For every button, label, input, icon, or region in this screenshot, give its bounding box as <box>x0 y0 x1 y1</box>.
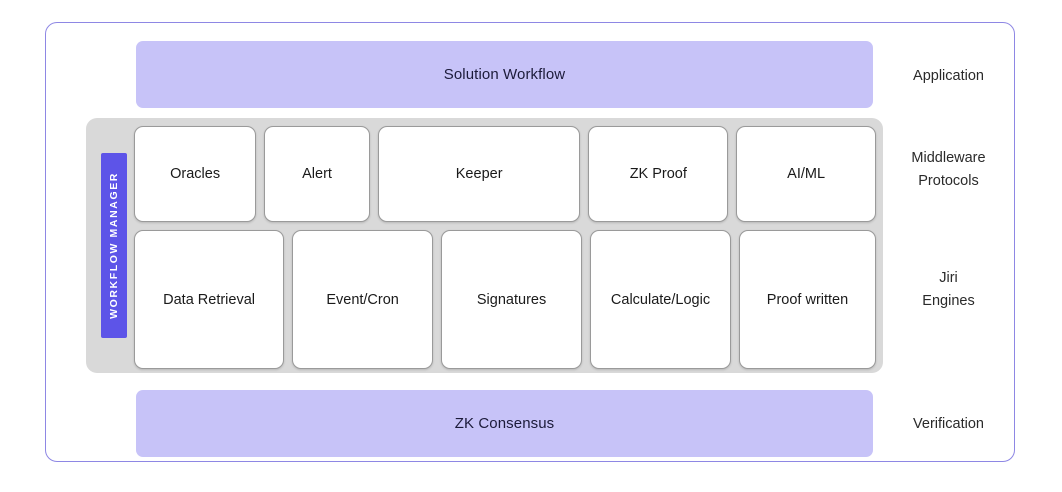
tier-label-middleware-protocols: Middleware Protocols <box>891 147 1006 194</box>
card-keeper-label: Keeper <box>455 166 503 182</box>
card-oracles[interactable]: Oracles <box>134 126 257 222</box>
card-data-retrieval-label: Data Retrieval <box>163 291 255 308</box>
workflow-manager-bar[interactable]: WORKFLOW MANAGER <box>101 153 127 338</box>
workflow-manager-label: WORKFLOW MANAGER <box>108 172 120 319</box>
tier-label-middleware-line2: Protocols <box>918 173 979 190</box>
middleware-protocols-row: Oracles Alert Keeper ZK Proof AI/ML <box>134 126 876 222</box>
card-signatures[interactable]: Signatures <box>441 230 583 369</box>
card-alert-label: Alert <box>302 166 332 182</box>
card-data-retrieval[interactable]: Data Retrieval <box>134 230 285 369</box>
banner-solution-workflow[interactable]: Solution Workflow <box>136 41 873 108</box>
tier-label-jiri-line1: Jiri <box>939 270 958 286</box>
tier-label-jiri-engines: Jiri Engines <box>891 267 1006 314</box>
diagram-frame: Solution Workflow WORKFLOW MANAGER Oracl… <box>45 22 1015 462</box>
card-zk-proof-label: ZK Proof <box>629 166 687 182</box>
card-zk-proof[interactable]: ZK Proof <box>588 126 729 222</box>
card-ai-ml[interactable]: AI/ML <box>736 126 876 222</box>
card-alert[interactable]: Alert <box>264 126 370 222</box>
card-calculate-logic[interactable]: Calculate/Logic <box>590 230 731 369</box>
card-keeper[interactable]: Keeper <box>377 126 581 222</box>
tier-label-verification: Verification <box>891 413 1006 436</box>
card-event-cron[interactable]: Event/Cron <box>292 230 434 369</box>
card-proof-written-label: Proof written <box>766 291 849 308</box>
card-proof-written[interactable]: Proof written <box>738 230 877 369</box>
tier-label-middleware-line1: Middleware <box>911 150 986 166</box>
card-signatures-label: Signatures <box>476 291 547 308</box>
tier-label-application-line1: Application <box>913 68 984 84</box>
card-oracles-label: Oracles <box>170 166 221 182</box>
banner-solution-workflow-label: Solution Workflow <box>443 66 566 83</box>
card-calculate-logic-label: Calculate/Logic <box>610 291 711 308</box>
tier-label-application: Application <box>891 65 1006 88</box>
card-event-cron-label: Event/Cron <box>326 291 399 308</box>
jiri-engines-row: Data Retrieval Event/Cron Signatures Cal… <box>134 230 877 369</box>
tier-label-jiri-line2: Engines <box>922 293 975 310</box>
tier-label-verification-line1: Verification <box>913 416 984 432</box>
banner-zk-consensus-label: ZK Consensus <box>454 415 555 432</box>
banner-zk-consensus[interactable]: ZK Consensus <box>136 390 873 457</box>
card-ai-ml-label: AI/ML <box>787 166 826 182</box>
